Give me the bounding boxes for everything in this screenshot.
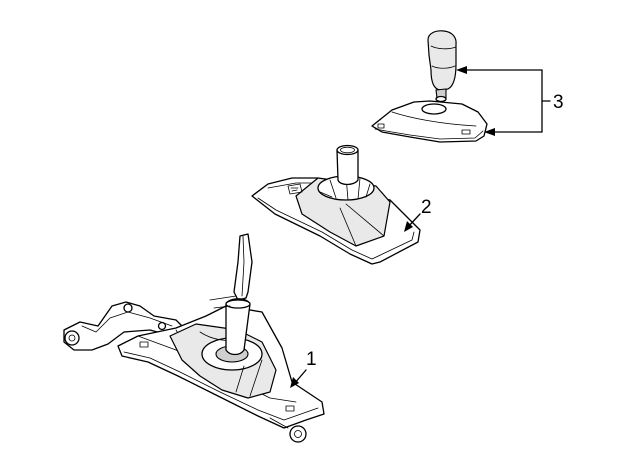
- shift-knob-and-boot: [371, 30, 488, 143]
- shift-boot-plate: [371, 100, 488, 143]
- callout-1-group: 1: [290, 349, 317, 388]
- shift-knob: [427, 30, 457, 91]
- bracket-bushing: [64, 330, 80, 346]
- arrowhead-3b: [484, 128, 495, 136]
- arrowhead-3a: [456, 66, 467, 74]
- shift-boot-opening: [421, 103, 447, 115]
- shifter-assembly: [63, 233, 325, 443]
- callout-2-group: 2: [404, 197, 432, 232]
- gate-boot-tube: [336, 149, 359, 186]
- callout-3-group: 3: [456, 66, 564, 136]
- callout-2-label: 2: [421, 197, 432, 218]
- shift-lever: [233, 233, 253, 301]
- arrowhead-2: [404, 221, 413, 232]
- frame-pivot-pin: [289, 425, 307, 443]
- callout-1-label: 1: [306, 349, 317, 370]
- callout-3-label: 3: [553, 92, 564, 113]
- arrowhead-1: [290, 377, 299, 388]
- console-trim-gate: [251, 144, 421, 265]
